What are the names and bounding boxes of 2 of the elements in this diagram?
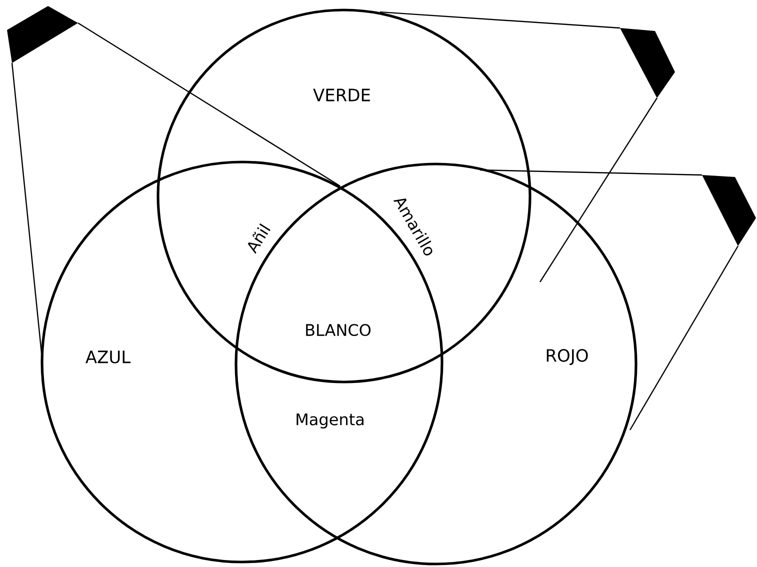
- region-label: BLANCO: [306, 324, 371, 336]
- region-label: Magenta: [296, 414, 364, 428]
